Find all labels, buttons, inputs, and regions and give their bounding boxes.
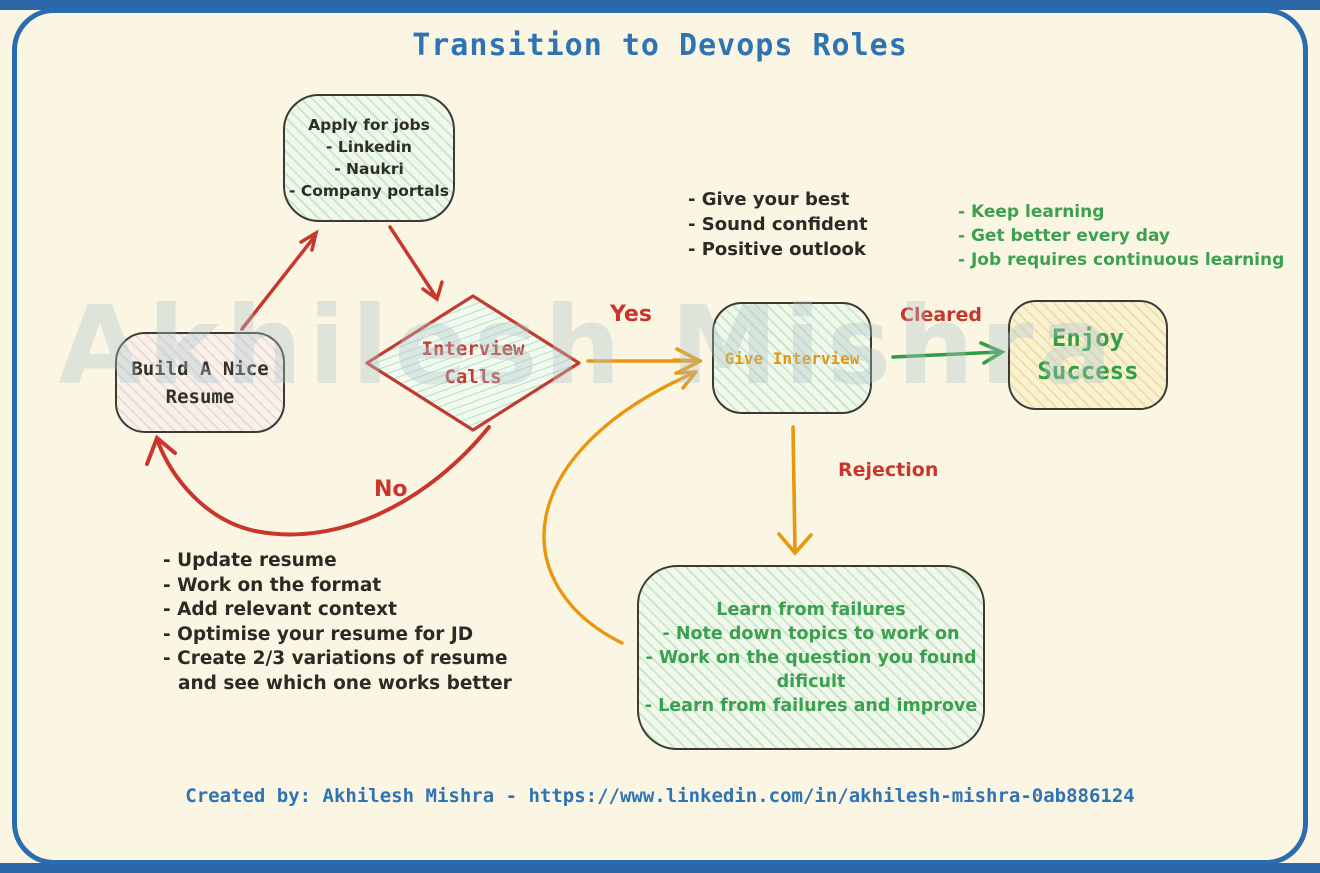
node-line: - Note down topics to work on <box>662 623 960 644</box>
node-line: Give Interview <box>724 348 860 368</box>
tip-line: - Work on the format <box>163 574 382 596</box>
node-line: - Learn from failures and improve <box>644 695 978 716</box>
page-title: Transition to Devops Roles <box>412 28 908 63</box>
tip-line: - Positive outlook <box>688 239 866 260</box>
edge-label-yes: Yes <box>610 302 652 327</box>
tip-line: - Add relevant context <box>163 599 397 620</box>
node-learn-from-failures: Learn from failures - Note down topics t… <box>637 565 985 750</box>
credit-line[interactable]: Created by: Akhilesh Mishra - https://ww… <box>185 785 1135 807</box>
node-line: Success <box>1037 357 1139 385</box>
node-line: Build A Nice <box>131 357 269 380</box>
node-line: - Work on the question you found <box>645 647 977 668</box>
node-line: - Linkedin <box>326 138 412 156</box>
edge-label-rejection: Rejection <box>838 459 939 481</box>
node-interview-calls-label: Interview Calls <box>393 335 553 391</box>
tip-line: - Get better every day <box>958 226 1171 246</box>
node-line: - Naukri <box>334 160 404 178</box>
tip-line: - Update resume <box>163 550 337 571</box>
tip-line: - Keep learning <box>958 202 1105 222</box>
top-edge-bar <box>0 0 1320 10</box>
node-enjoy-success: Enjoy Success <box>1008 300 1168 410</box>
node-line: Interview <box>421 338 525 360</box>
node-apply-for-jobs: Apply for jobs - Linkedin - Naukri - Com… <box>283 94 455 222</box>
edge-label-no: No <box>374 477 408 502</box>
annotation-interview-tips: - Give your best - Sound confident - Pos… <box>688 187 868 262</box>
node-line: Resume <box>165 385 235 408</box>
node-line: dificult <box>776 671 846 692</box>
tip-line: - Optimise your resume for JD <box>163 623 474 645</box>
node-line: Learn from failures <box>716 599 906 620</box>
node-build-resume: Build A Nice Resume <box>115 332 285 433</box>
annotation-resume-tips: - Update resume - Work on the format - A… <box>163 549 512 696</box>
node-line: - Company portals <box>289 182 449 200</box>
node-give-interview: Give Interview <box>712 302 872 414</box>
tip-line: and see which one works better <box>178 672 512 694</box>
tip-line: - Create 2/3 variations of resume <box>163 648 508 669</box>
rounded-frame-border <box>12 8 1308 865</box>
node-line: Calls <box>444 366 502 388</box>
edge-label-cleared: Cleared <box>900 304 983 326</box>
tip-line: - Sound confident <box>688 214 868 235</box>
tip-line: - Give your best <box>688 189 850 210</box>
node-line: Enjoy <box>1051 324 1125 352</box>
annotation-growth-tips: - Keep learning - Get better every day -… <box>958 200 1284 272</box>
bottom-edge-bar <box>0 863 1320 873</box>
node-line: Apply for jobs <box>308 116 430 134</box>
tip-line: - Job requires continuous learning <box>958 250 1285 270</box>
